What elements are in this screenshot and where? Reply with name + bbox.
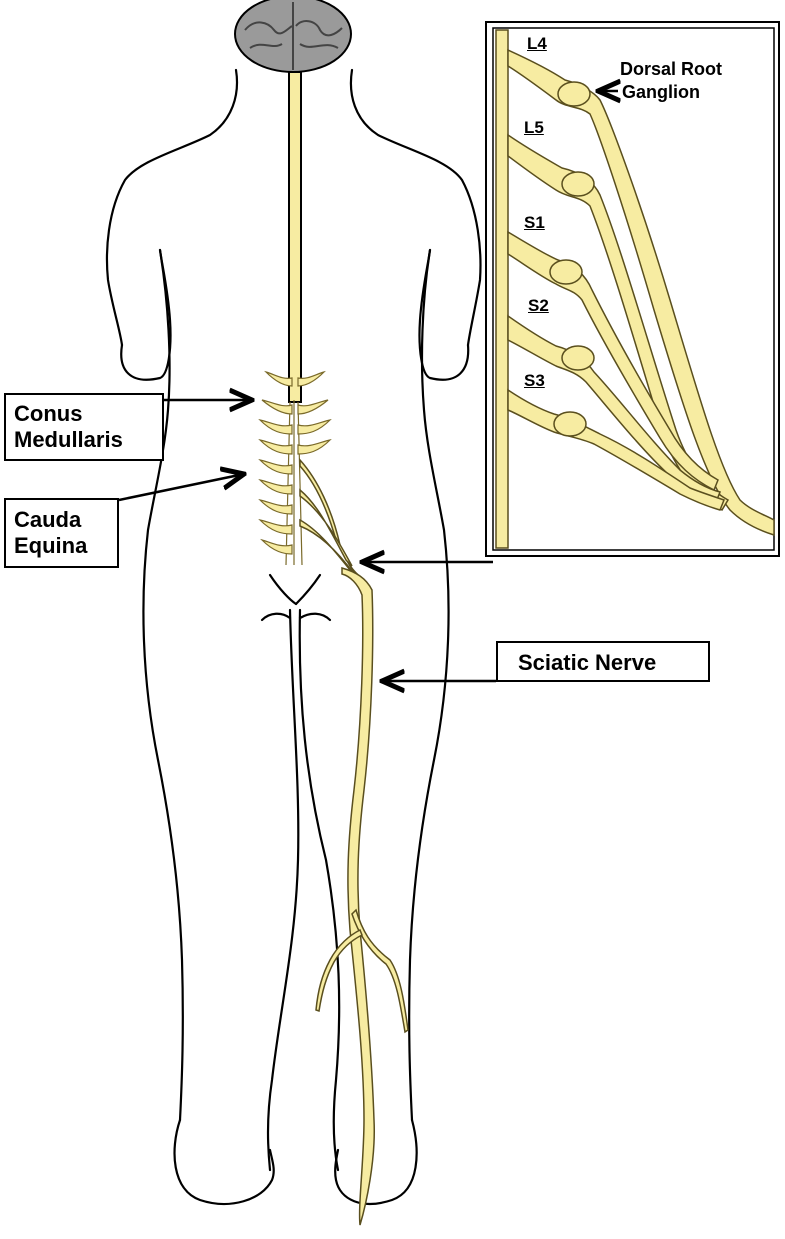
spinal-cord [289,72,301,402]
level-label-l5: L5 [524,118,544,138]
level-label-s3: S3 [524,371,545,391]
sciatic-nerve [300,460,408,1225]
level-label-l4: L4 [527,34,547,54]
drg-label-line-2: Ganglion [620,81,722,104]
dorsal-root-ganglion-label: Dorsal Root Ganglion [620,58,722,104]
pointer-lines [119,400,496,681]
drg-label-line-1: Dorsal Root [620,58,722,81]
conus-label-line-2: Medullaris [14,427,162,453]
level-label-s2: S2 [528,296,549,316]
cauda-label-line-2: Equina [14,533,117,559]
cauda-pointer-arrow [119,474,244,500]
cauda-label-line-1: Cauda [14,507,117,533]
cauda-equina-label: Cauda Equina [4,498,119,568]
conus-label-line-1: Conus [14,401,162,427]
conus-medullaris-label: Conus Medullaris [4,393,164,461]
brain-icon [235,0,351,72]
sciatic-nerve-label: Sciatic Nerve [496,641,710,682]
level-label-s1: S1 [524,213,545,233]
sciatic-label-text: Sciatic Nerve [518,650,708,676]
